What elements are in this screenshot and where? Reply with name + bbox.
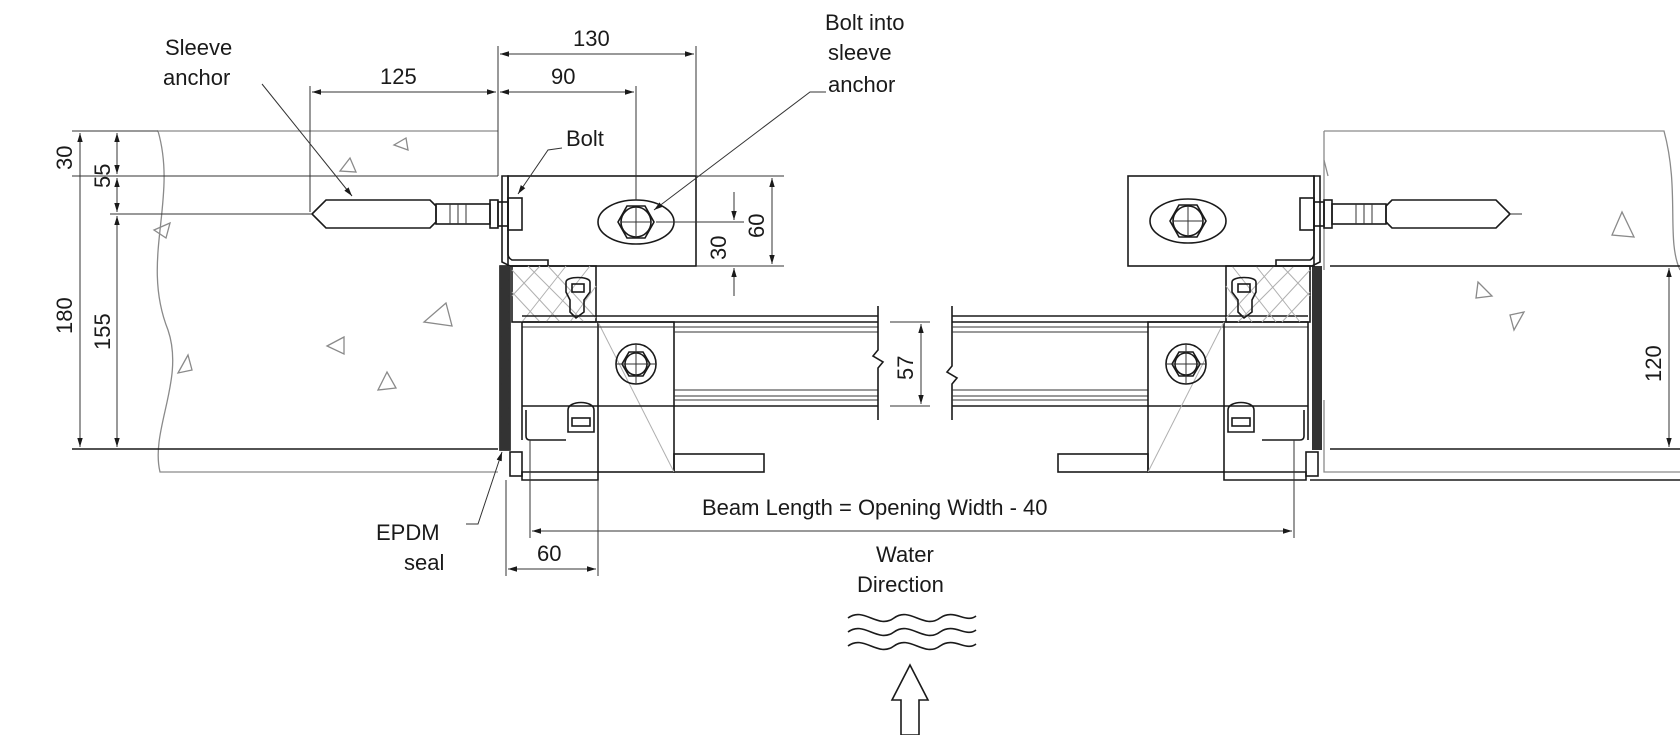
left-concrete-wall xyxy=(152,130,498,473)
right-bolt-head xyxy=(1149,198,1227,244)
dim-180: 180 xyxy=(52,297,77,334)
dim-155: 155 xyxy=(90,313,115,350)
dim-90: 90 xyxy=(551,64,575,89)
dim-120: 120 xyxy=(1641,345,1666,382)
epdm-seal-label-line2: seal xyxy=(404,550,444,575)
bolt-into-sleeve-anchor-label-line2: sleeve xyxy=(828,40,892,65)
dim-30-bracket: 30 xyxy=(706,236,731,260)
right-filler-block xyxy=(1225,265,1311,323)
sleeve-anchor-label-line1: Sleeve xyxy=(165,35,232,60)
bolt-into-sleeve-anchor-label-line3: anchor xyxy=(828,72,895,97)
right-concrete-wall xyxy=(1310,130,1680,481)
water-direction-label-line1: Water xyxy=(876,542,934,567)
beam-left-half xyxy=(521,315,878,441)
left-epdm-seal xyxy=(499,265,511,451)
dimension-lines xyxy=(72,46,1672,576)
right-epdm-seal xyxy=(1312,266,1322,450)
water-direction-arrow-icon xyxy=(890,663,930,735)
bolt-label: Bolt xyxy=(566,126,604,151)
left-angle-bracket xyxy=(501,175,697,267)
epdm-seal-label-line1: EPDM xyxy=(376,520,440,545)
right-end-plate xyxy=(1057,321,1319,481)
left-sleeve-anchor xyxy=(300,197,523,231)
leader-lines xyxy=(261,83,826,525)
right-sleeve-anchor xyxy=(1299,197,1522,231)
water-waves-icon xyxy=(847,613,977,651)
right-angle-bracket xyxy=(1127,159,1329,267)
dim-125: 125 xyxy=(380,64,417,89)
bolt-into-sleeve-anchor-label-line1: Bolt into xyxy=(825,10,905,35)
dim-60-bottom: 60 xyxy=(537,541,561,566)
beam-length-label: Beam Length = Opening Width - 40 xyxy=(702,495,1048,520)
dim-55: 55 xyxy=(90,164,115,188)
dim-30-top: 30 xyxy=(52,146,77,170)
dim-57: 57 xyxy=(893,356,918,380)
left-end-plate xyxy=(509,321,765,481)
water-direction-label-line2: Direction xyxy=(857,572,944,597)
dim-60-right: 60 xyxy=(744,214,769,238)
left-filler-block xyxy=(511,265,597,323)
sleeve-anchor-label-line2: anchor xyxy=(163,65,230,90)
dim-130: 130 xyxy=(573,26,610,51)
